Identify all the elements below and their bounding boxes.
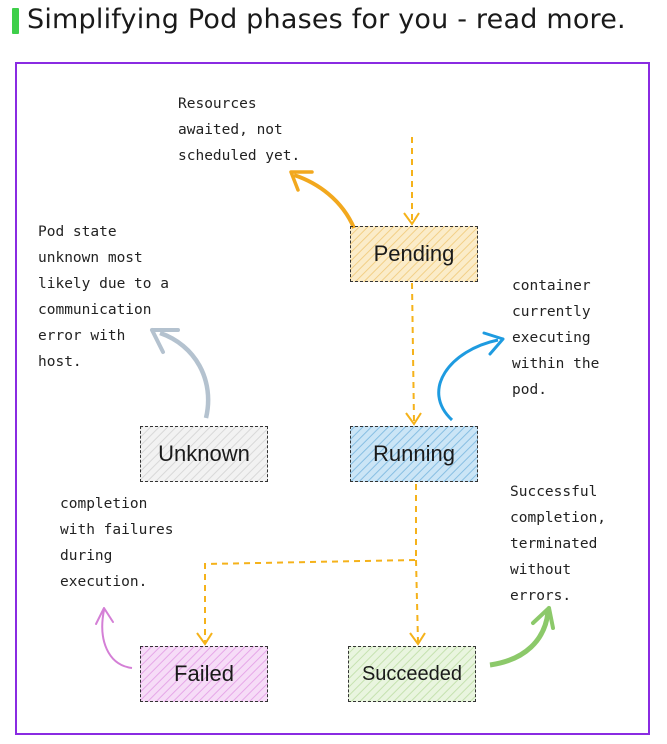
note-failed: completion with failures during executio… — [60, 496, 174, 590]
flow-arrows — [204, 137, 419, 643]
unknown-note-arrow — [159, 330, 211, 419]
pending-to-running-arrow — [411, 282, 415, 423]
failed-note-arrow — [101, 609, 133, 669]
header: Simplifying Pod phases for you - read mo… — [0, 0, 667, 50]
note-unknown: Pod state unknown most likely due to a c… — [38, 224, 169, 370]
state-running-label: Running — [373, 441, 455, 466]
failed-note-arrowhead — [95, 607, 114, 625]
state-unknown: Unknown — [140, 426, 268, 482]
state-running: Running — [350, 426, 478, 482]
state-failed-label: Failed — [174, 661, 234, 686]
succeeded-note-arrow — [489, 611, 551, 668]
running-box-fill — [350, 426, 478, 482]
running-note-arrowhead — [482, 331, 505, 356]
state-pending-label: Pending — [373, 241, 455, 266]
running-note-arrow — [437, 338, 499, 422]
page-title: Simplifying Pod phases for you - read mo… — [27, 4, 626, 35]
running-to-succeeded-arrow — [415, 559, 419, 643]
pending-note-arrow — [293, 173, 356, 229]
state-succeeded: Succeeded — [348, 646, 476, 702]
state-pending: Pending — [350, 226, 478, 282]
state-failed: Failed — [140, 646, 268, 702]
running-to-failed-arrow — [204, 484, 417, 642]
succeeded-note-arrowhead — [531, 606, 555, 630]
note-succeeded: Successful completion, terminated withou… — [510, 484, 607, 604]
unknown-note-arrowhead — [150, 328, 180, 354]
note-pending: Resources awaited, not scheduled yet. — [178, 96, 301, 164]
header-accent-bar — [12, 8, 19, 34]
note-running: container currently executing within the… — [512, 278, 600, 398]
succeeded-box-fill — [348, 646, 476, 702]
diagram-frame — [15, 62, 650, 735]
state-succeeded-label: Succeeded — [361, 662, 463, 685]
state-unknown-label: Unknown — [158, 441, 250, 466]
unknown-box-fill — [140, 426, 268, 482]
flow-arrowheads — [196, 212, 426, 646]
failed-box-fill — [140, 646, 268, 702]
pending-box-fill — [350, 226, 478, 282]
pending-note-arrowhead — [289, 170, 314, 192]
